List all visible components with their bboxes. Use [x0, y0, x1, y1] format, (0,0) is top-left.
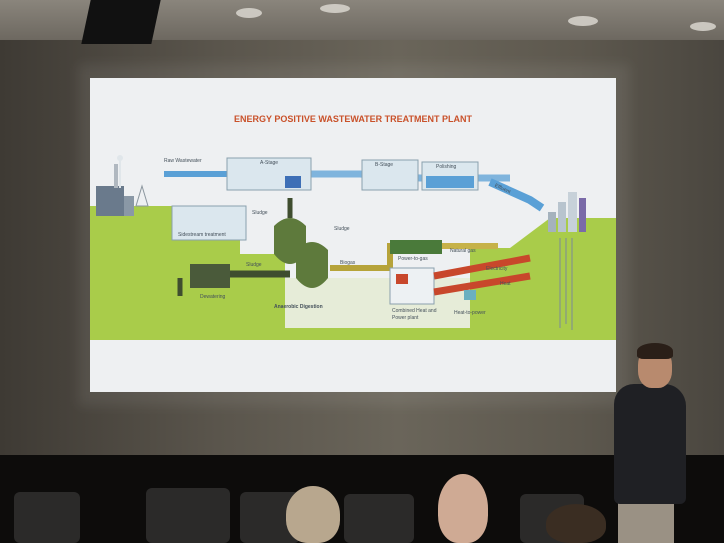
electricity-label: Electricity — [486, 266, 508, 272]
treatment-plant-diagram — [90, 155, 616, 340]
chp-box — [389, 267, 435, 305]
audience-chair — [14, 492, 80, 543]
sidestream-treatment-label: Sidestream treatment — [178, 232, 226, 238]
polishing-basin — [426, 176, 474, 188]
b-stage-label: B-Stage — [375, 162, 394, 168]
heat-to-power-label: Heat-to-power — [454, 310, 486, 316]
ceiling-projector — [81, 0, 161, 44]
electricity-arrow — [433, 254, 531, 280]
heat-arrow — [433, 272, 531, 296]
dewatering-label: Dewatering — [200, 294, 226, 300]
slide-title: ENERGY POSITIVE WASTEWATER TREATMENT PLA… — [233, 114, 472, 124]
power-to-gas-label: Power-to-gas — [398, 256, 428, 262]
chp-label: Combined Heat and Power plant — [392, 308, 437, 321]
ceiling-light — [568, 16, 598, 26]
outfall-pipes — [559, 238, 573, 330]
wind-turbine-icon — [117, 155, 123, 188]
heat-to-power-unit — [464, 290, 476, 300]
audience-chair — [344, 494, 414, 543]
sludge-label: Sludge — [246, 262, 262, 268]
audience-chair — [146, 488, 230, 543]
raw-wastewater-label: Raw Wastewater — [164, 158, 202, 164]
dewatering-unit — [190, 264, 230, 288]
polishing-label: Polishing — [436, 164, 457, 170]
sidestream-box — [171, 205, 247, 241]
projected-slide: ENERGY POSITIVE WASTEWATER TREATMENT PLA… — [90, 78, 616, 392]
audience-head — [546, 504, 606, 543]
city-skyline-icon — [548, 192, 586, 232]
a-stage-label: A-Stage — [260, 160, 279, 166]
sludge-label: Sludge — [252, 210, 268, 216]
factory-icon — [96, 164, 134, 216]
audience-head — [286, 486, 340, 543]
presenter — [614, 384, 686, 504]
power-pylon-icon — [135, 184, 149, 207]
ceiling-light — [236, 8, 262, 18]
power-to-gas-unit — [390, 240, 442, 254]
a-stage-filter — [285, 176, 301, 188]
effluent-arrow — [488, 178, 545, 212]
audience-head — [438, 474, 488, 543]
sludge-label: Sludge — [334, 226, 350, 232]
anaerobic-digestion-label: Anaerobic Digestion — [274, 304, 323, 310]
presenter-hair — [637, 343, 673, 359]
b-stage-box — [361, 159, 419, 191]
chp-engine — [396, 274, 408, 284]
biogas-label: Biogas — [340, 260, 356, 266]
ceiling-light — [320, 4, 350, 13]
ceiling-light — [690, 22, 716, 31]
natural-gas-label: Natural gas — [450, 248, 476, 254]
digester-tank — [296, 242, 328, 288]
heat-label: Heat — [500, 281, 511, 287]
